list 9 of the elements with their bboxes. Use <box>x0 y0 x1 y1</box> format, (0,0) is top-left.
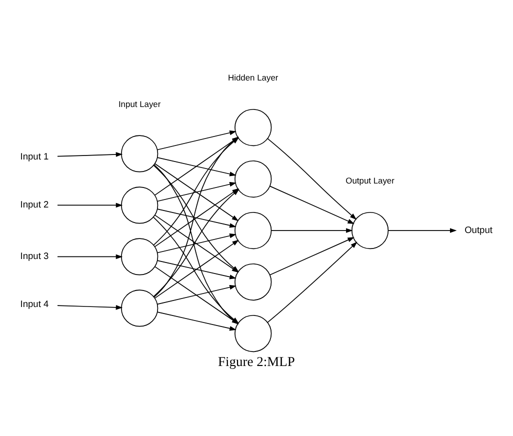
label: Input Layer <box>118 98 161 108</box>
label: Output Layer <box>346 175 394 186</box>
node-text: Input 4 <box>20 298 49 309</box>
node-text: Output <box>464 224 492 234</box>
node-text: Input 1 <box>20 150 49 161</box>
caption: Figure 2:MLP <box>218 353 295 368</box>
label: Hidden Layer <box>228 72 278 82</box>
node-text: Input 2 <box>20 199 49 210</box>
node-text: Input 3 <box>20 250 49 261</box>
